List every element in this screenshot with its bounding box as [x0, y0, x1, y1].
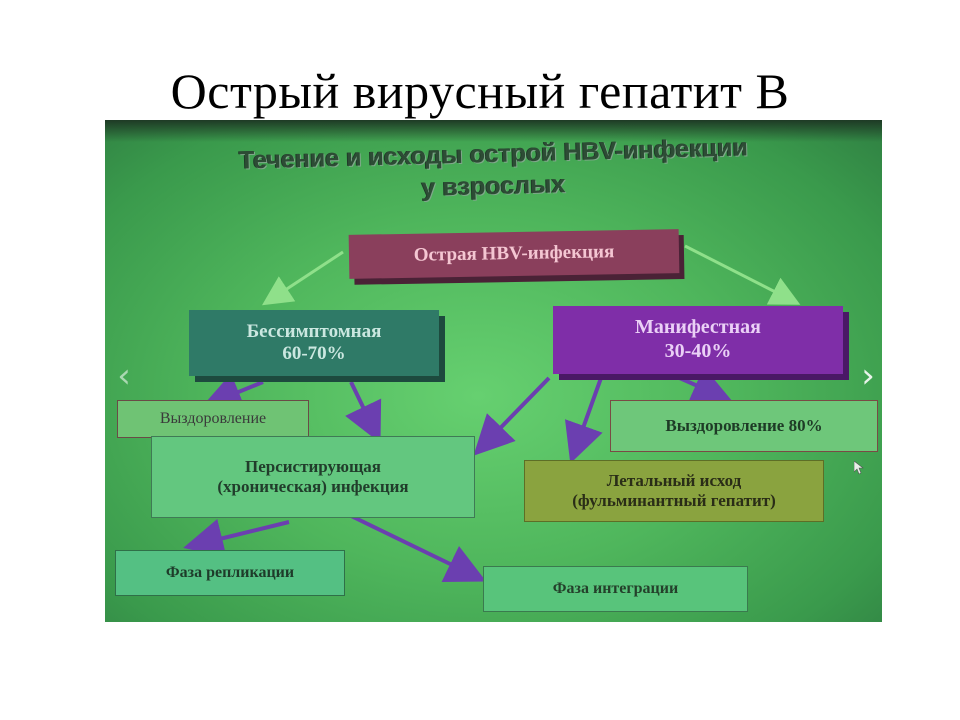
photo-top-shadow: [105, 120, 882, 142]
arrow-manif-to-chronic: [473, 376, 551, 456]
node-acute-label: Острая HBV-инфекция: [413, 241, 615, 266]
node-chronic-line2: (хроническая) инфекция: [217, 477, 409, 496]
node-lethal-outcome: Летальный исход (фульминантный гепатит): [524, 460, 824, 522]
node-asymptomatic: Бессимптомная 60-70%: [189, 310, 439, 376]
next-slide-button[interactable]: ›: [861, 356, 875, 396]
node-lethal-line1: Летальный исход: [606, 470, 742, 490]
node-manifest-percent: 30-40%: [664, 340, 732, 362]
diagram-photo: Течение и исходы острой HBV-инфекции у в…: [105, 120, 882, 622]
node-recovery-asym-label: Выздоровление: [159, 409, 267, 427]
arrow-acute-to-manifest: [684, 244, 801, 305]
node-lethal-line2: (фульминантный гепатит): [572, 491, 776, 510]
arrow-manif-to-recovery: [674, 366, 733, 404]
previous-slide-button[interactable]: ‹: [117, 356, 131, 396]
node-acute-infection: Острая HBV-инфекция: [348, 229, 680, 279]
node-chronic-infection: Персистирующая (хроническая) инфекция: [151, 436, 475, 518]
node-replication-phase: Фаза репликации: [115, 550, 345, 596]
node-integration-phase: Фаза интеграции: [483, 566, 748, 612]
node-recovery-manif-label: Выздоровление 80%: [665, 415, 823, 435]
node-replication-label: Фаза репликации: [165, 563, 295, 581]
node-recovery-manifest: Выздоровление 80%: [610, 400, 878, 452]
arrow-chronic-to-integration: [342, 510, 487, 583]
node-asymptomatic-percent: 60-70%: [282, 343, 346, 364]
node-manifest-label: Манифестная: [635, 316, 761, 339]
slide-title: Острый вирусный гепатит В: [170, 63, 790, 119]
arrow-acute-to-asymptomatic: [261, 250, 344, 306]
node-integration-label: Фаза интеграции: [552, 579, 679, 597]
node-recovery-asymptomatic: Выздоровление: [117, 400, 309, 438]
arrow-chronic-to-replication: [183, 518, 290, 558]
mouse-cursor-icon: [854, 461, 864, 475]
node-manifest: Манифестная 30-40%: [553, 306, 843, 374]
node-chronic-line1: Персистирующая: [244, 456, 382, 476]
arrow-asym-to-chronic: [345, 381, 382, 444]
node-asymptomatic-label: Бессимптомная: [246, 320, 382, 342]
arrow-manif-to-lethal: [564, 377, 603, 464]
